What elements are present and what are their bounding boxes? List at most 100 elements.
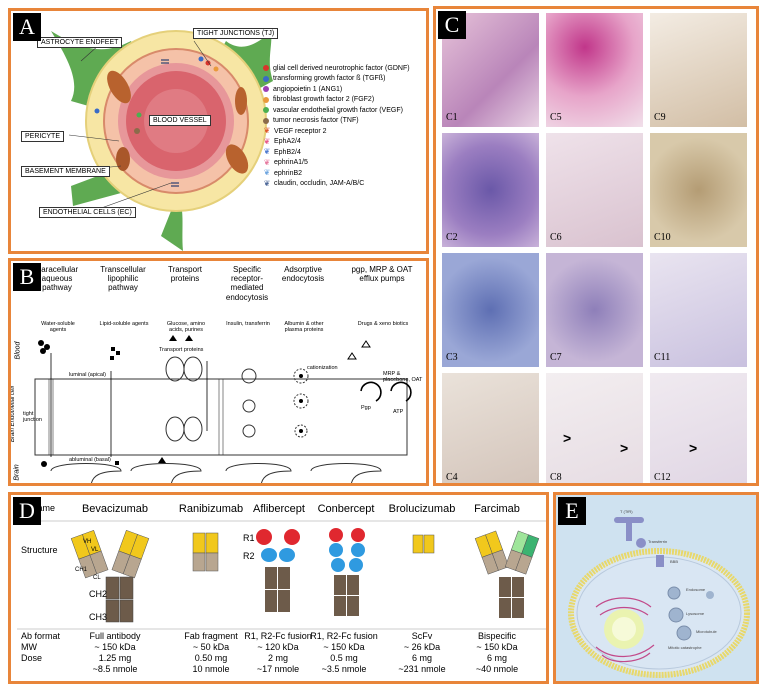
- factor-legend: glial cell derived neurotrophic factor (…: [263, 63, 410, 189]
- pathway-title: Specific receptor-mediated endocytosis: [225, 265, 269, 302]
- drug-name-header: Name: [31, 503, 56, 513]
- legend-label: EphA2/4: [274, 138, 301, 146]
- legend-marker-icon: ❦: [263, 168, 271, 178]
- legend-label: glial cell derived neurotrophic factor (…: [273, 64, 410, 72]
- pathway-title: Adsorptive endocytosis: [281, 265, 325, 284]
- tile-label: C4: [446, 472, 458, 483]
- legend-item: ❦ephrinB2: [263, 168, 410, 179]
- legend-item: ❦claudin, occludin, JAM-A/B/C: [263, 179, 410, 190]
- antibody-structures: [17, 520, 546, 630]
- drug-name-header: Conbercept: [317, 503, 375, 515]
- transport-proteins-label: Transport proteins: [159, 347, 204, 353]
- legend-marker-icon: [263, 117, 269, 124]
- panel-c-label: C: [438, 11, 466, 39]
- legend-marker-icon: ❦: [263, 136, 271, 146]
- panel-a-label: A: [13, 13, 41, 41]
- cell-uptake-diagram: [568, 517, 750, 678]
- transferrin-label: Transferrin: [648, 539, 668, 544]
- tile-label: C3: [446, 352, 458, 363]
- panel-d-label: D: [13, 497, 41, 525]
- panel-a: A: [8, 8, 429, 254]
- domain-label-r1: R1: [243, 533, 255, 543]
- basement-membrane-callout: BASEMENT MEMBRANE: [21, 166, 110, 177]
- histology-tile: C9: [650, 13, 747, 127]
- pericyte-cell: [107, 70, 131, 104]
- domain-label-ch3: CH3: [89, 612, 108, 622]
- abluminal-label: abluminal (basal): [69, 457, 111, 463]
- legend-marker-icon: [263, 107, 269, 114]
- histology-tile: C7: [546, 253, 643, 367]
- drug-property-value: Fab fragment: [184, 631, 238, 641]
- drug-property-value: ~ 150 kDa: [323, 642, 365, 652]
- legend-marker-icon: ❦: [263, 157, 271, 167]
- drug-property-value: ~8.5 nmole: [92, 664, 138, 674]
- pathway-note: Glucose, amino acids, purines: [166, 321, 206, 333]
- legend-label: claudin, occludin, JAM-A/B/C: [274, 180, 365, 188]
- legend-marker-icon: [263, 75, 269, 82]
- drug-property-value: ~ 26 kDa: [403, 642, 441, 652]
- panel-e: E T (TfR) Transferrin BBB Endosome Lysos…: [553, 492, 759, 684]
- domain-label-vh: VH: [83, 539, 92, 545]
- tile-label: C5: [550, 112, 562, 123]
- legend-item: vascular endothelial growth factor (VEGF…: [263, 105, 410, 116]
- side-label-brain: Brain: [13, 464, 21, 481]
- drug-name-header: Ranibizumab: [178, 503, 244, 515]
- legend-item: glial cell derived neurotrophic factor (…: [263, 63, 410, 74]
- legend-marker-icon: ❦: [263, 126, 271, 136]
- legend-item: transforming growth factor ß (TGFß): [263, 74, 410, 85]
- legend-item: angiopoietin 1 (ANG1): [263, 84, 410, 95]
- domain-label-ch1: CH1: [75, 567, 88, 573]
- legend-marker-icon: [263, 65, 269, 72]
- legend-label: fibroblast growth factor 2 (FGF2): [273, 96, 375, 104]
- drug-property-value: ~3.5 nmole: [321, 664, 367, 674]
- histology-tile: C5: [546, 13, 643, 127]
- legend-item: ❦EphB2/4: [263, 147, 410, 158]
- side-label-cell: Brain Endothelial cell: [10, 385, 17, 443]
- panel-e-label: E: [558, 497, 586, 525]
- drug-property-value: ScFv: [411, 631, 433, 641]
- pathway-note: Insulin, transferrin: [226, 321, 270, 327]
- tile-label: C12: [654, 472, 671, 483]
- histology-tile: C10: [650, 133, 747, 247]
- endothelial-callout: ENDOTHELIAL CELLS (EC): [39, 207, 136, 218]
- tile-label: C10: [654, 232, 671, 243]
- drug-property-value: 2 mg: [267, 653, 288, 663]
- drug-property-value: 0.5 mg: [330, 653, 358, 663]
- pericyte-cell: [235, 87, 247, 115]
- drug-property-value: R1, R2-Fc fusion: [310, 631, 378, 641]
- legend-label: ephrinA1/5: [274, 159, 308, 167]
- pathway-title: pgp, MRP & OAT efflux pumps: [351, 265, 413, 284]
- drug-property-value: ~ 50 kDa: [192, 642, 230, 652]
- mrp-label: MRP & placebone, OAT: [383, 371, 423, 383]
- microtubule-label: Microtubule: [696, 629, 717, 634]
- tile-label: C6: [550, 232, 562, 243]
- pericyte-cell: [116, 147, 130, 171]
- pathway-title: Paracellular aqueous pathway: [35, 265, 79, 293]
- drug-property-value: ~17 nmole: [256, 664, 300, 674]
- tfr-label: T (TfR): [620, 509, 633, 514]
- drug-property-value: 10 nmole: [192, 664, 230, 674]
- pathway-title: Transcellular lipophilic pathway: [100, 265, 146, 293]
- legend-marker-icon: [263, 96, 269, 103]
- cationization-label: cationization: [307, 365, 338, 371]
- drug-property-value: ~ 120 kDa: [257, 642, 299, 652]
- histology-tile: C12: [650, 373, 747, 483]
- legend-marker-icon: ❦: [263, 178, 271, 188]
- legend-label: tumor necrosis factor (TNF): [273, 117, 359, 125]
- tile-label: C9: [654, 112, 666, 123]
- lysosome-label: Lysosome: [686, 611, 705, 616]
- tight-junctions-callout: TIGHT JUNCTIONS (TJ): [193, 28, 279, 39]
- astrocyte-endfoot: [51, 31, 139, 111]
- row-label: MW: [21, 642, 37, 652]
- histology-tile: C2: [442, 133, 539, 247]
- legend-item: ❦VEGF receptor 2: [263, 126, 410, 137]
- pathway-note: Albumin & other plasma proteins: [284, 321, 324, 333]
- tile-label: C1: [446, 112, 458, 123]
- legend-item: tumor necrosis factor (TNF): [263, 116, 410, 127]
- domain-label-r2: R2: [243, 551, 255, 561]
- legend-label: EphB2/4: [274, 148, 301, 156]
- drug-property-value: ~ 150 kDa: [94, 642, 136, 652]
- drug-name-header: Farcimab: [474, 503, 520, 515]
